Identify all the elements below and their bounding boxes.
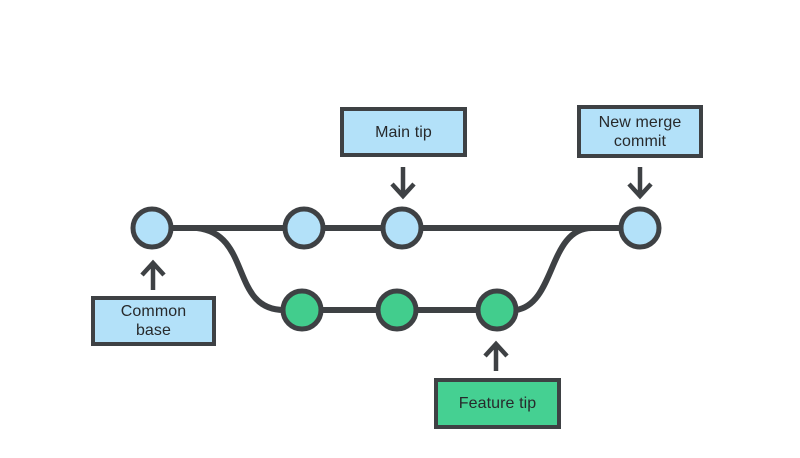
- feature-tip-label-text: Feature tip: [458, 395, 537, 412]
- merge-in-curve: [515, 225, 593, 313]
- commit-node-feature-2: [375, 288, 419, 332]
- commit-node-main-1: [282, 206, 326, 250]
- main-tip-label-text: Main tip: [375, 123, 432, 141]
- commit-node-feature-1: [280, 288, 324, 332]
- commit-node-feature-tip: [475, 288, 519, 332]
- common-base-label: Common base: [91, 296, 216, 346]
- commit-node-main-tip: [380, 206, 424, 250]
- annotation-arrows: [140, 167, 653, 371]
- new-merge-arrow-down-icon: [627, 167, 653, 200]
- main-tip-label: Main tip: [340, 107, 467, 157]
- main-branch-nodes: [130, 206, 662, 250]
- main-tip-arrow-down-icon: [390, 167, 416, 200]
- common-base-label-text: Common base: [120, 303, 187, 339]
- new-merge-commit-label: New merge commit: [577, 105, 703, 158]
- feature-branch-nodes: [280, 288, 519, 332]
- commit-node-new-merge: [618, 206, 662, 250]
- branch-out-curve: [196, 225, 285, 313]
- commit-node-common-base: [130, 206, 174, 250]
- feature-tip-arrow-up-icon: [483, 340, 509, 371]
- new-merge-commit-label-text: New merge commit: [598, 113, 682, 150]
- common-base-arrow-up-icon: [140, 259, 166, 290]
- feature-tip-label: Feature tip: [434, 378, 561, 429]
